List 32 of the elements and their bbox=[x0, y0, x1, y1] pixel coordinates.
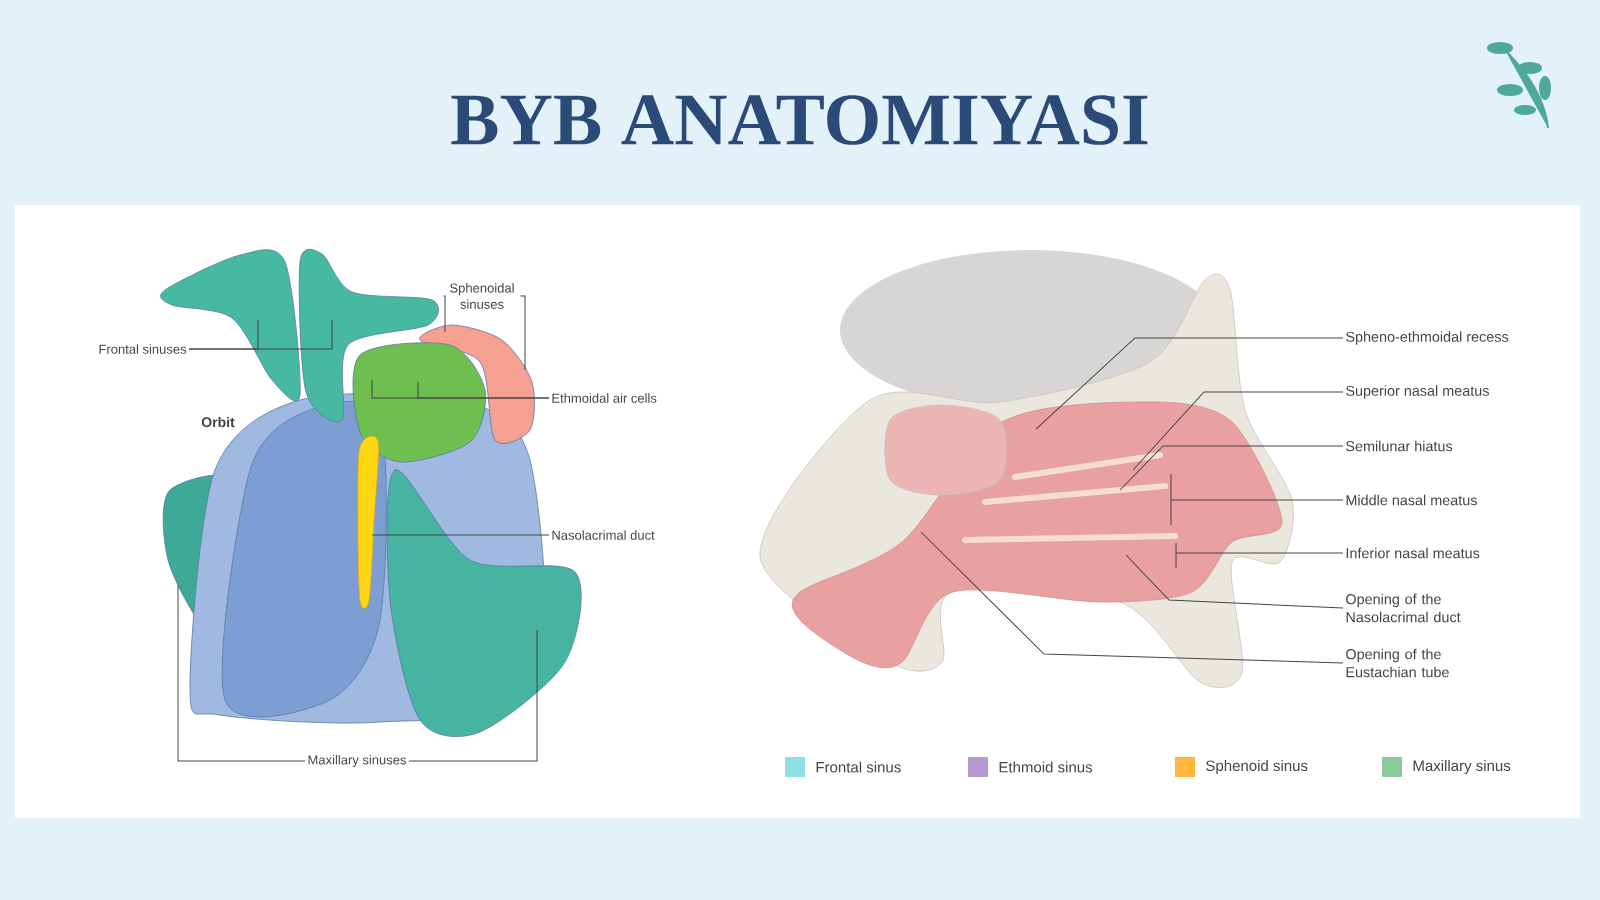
leader-line bbox=[920, 531, 1344, 664]
label-text: Middle nasal meatus bbox=[1346, 494, 1477, 506]
leader-line bbox=[1175, 542, 1344, 569]
slide-title: BYB ANATOMIYASI bbox=[451, 95, 1148, 145]
legend-label: Ethmoid sinus bbox=[999, 761, 1093, 773]
leader-line bbox=[371, 379, 550, 399]
label-text: Nasolacrimal duct bbox=[552, 530, 655, 540]
leader-line bbox=[519, 295, 526, 371]
label-text: Sphenoidal sinuses bbox=[450, 283, 514, 309]
legend-label: Maxillary sinus bbox=[1413, 760, 1511, 774]
leader-line bbox=[443, 295, 446, 333]
leader-line bbox=[1119, 445, 1344, 491]
label-text: Orbit bbox=[201, 416, 235, 428]
label-text: Opening of the Nasolacrimal duct bbox=[1346, 593, 1461, 623]
leader-line bbox=[1035, 337, 1344, 430]
leader-line bbox=[1170, 473, 1344, 526]
legend-label: Sphenoid sinus bbox=[1206, 760, 1308, 774]
leader-line bbox=[371, 534, 550, 536]
leader-line bbox=[188, 319, 333, 350]
leader-line bbox=[408, 629, 538, 762]
label-text: Ethmoidal air cells bbox=[552, 393, 657, 403]
leader-line bbox=[1125, 554, 1344, 609]
label-text: Opening of the Eustachian tube bbox=[1346, 648, 1449, 678]
leader-line bbox=[177, 584, 306, 762]
label-text: Superior nasal meatus bbox=[1346, 385, 1489, 399]
label-text: Maxillary sinuses bbox=[308, 754, 406, 768]
leader-line bbox=[1132, 391, 1344, 471]
legend-label: Frontal sinus bbox=[816, 761, 901, 773]
label-text: Semilunar hiatus bbox=[1346, 440, 1453, 452]
label-text: Spheno-ethmoidal recess bbox=[1346, 331, 1509, 345]
label-text: Frontal sinuses bbox=[99, 344, 187, 354]
label-text: Inferior nasal meatus bbox=[1346, 547, 1480, 559]
